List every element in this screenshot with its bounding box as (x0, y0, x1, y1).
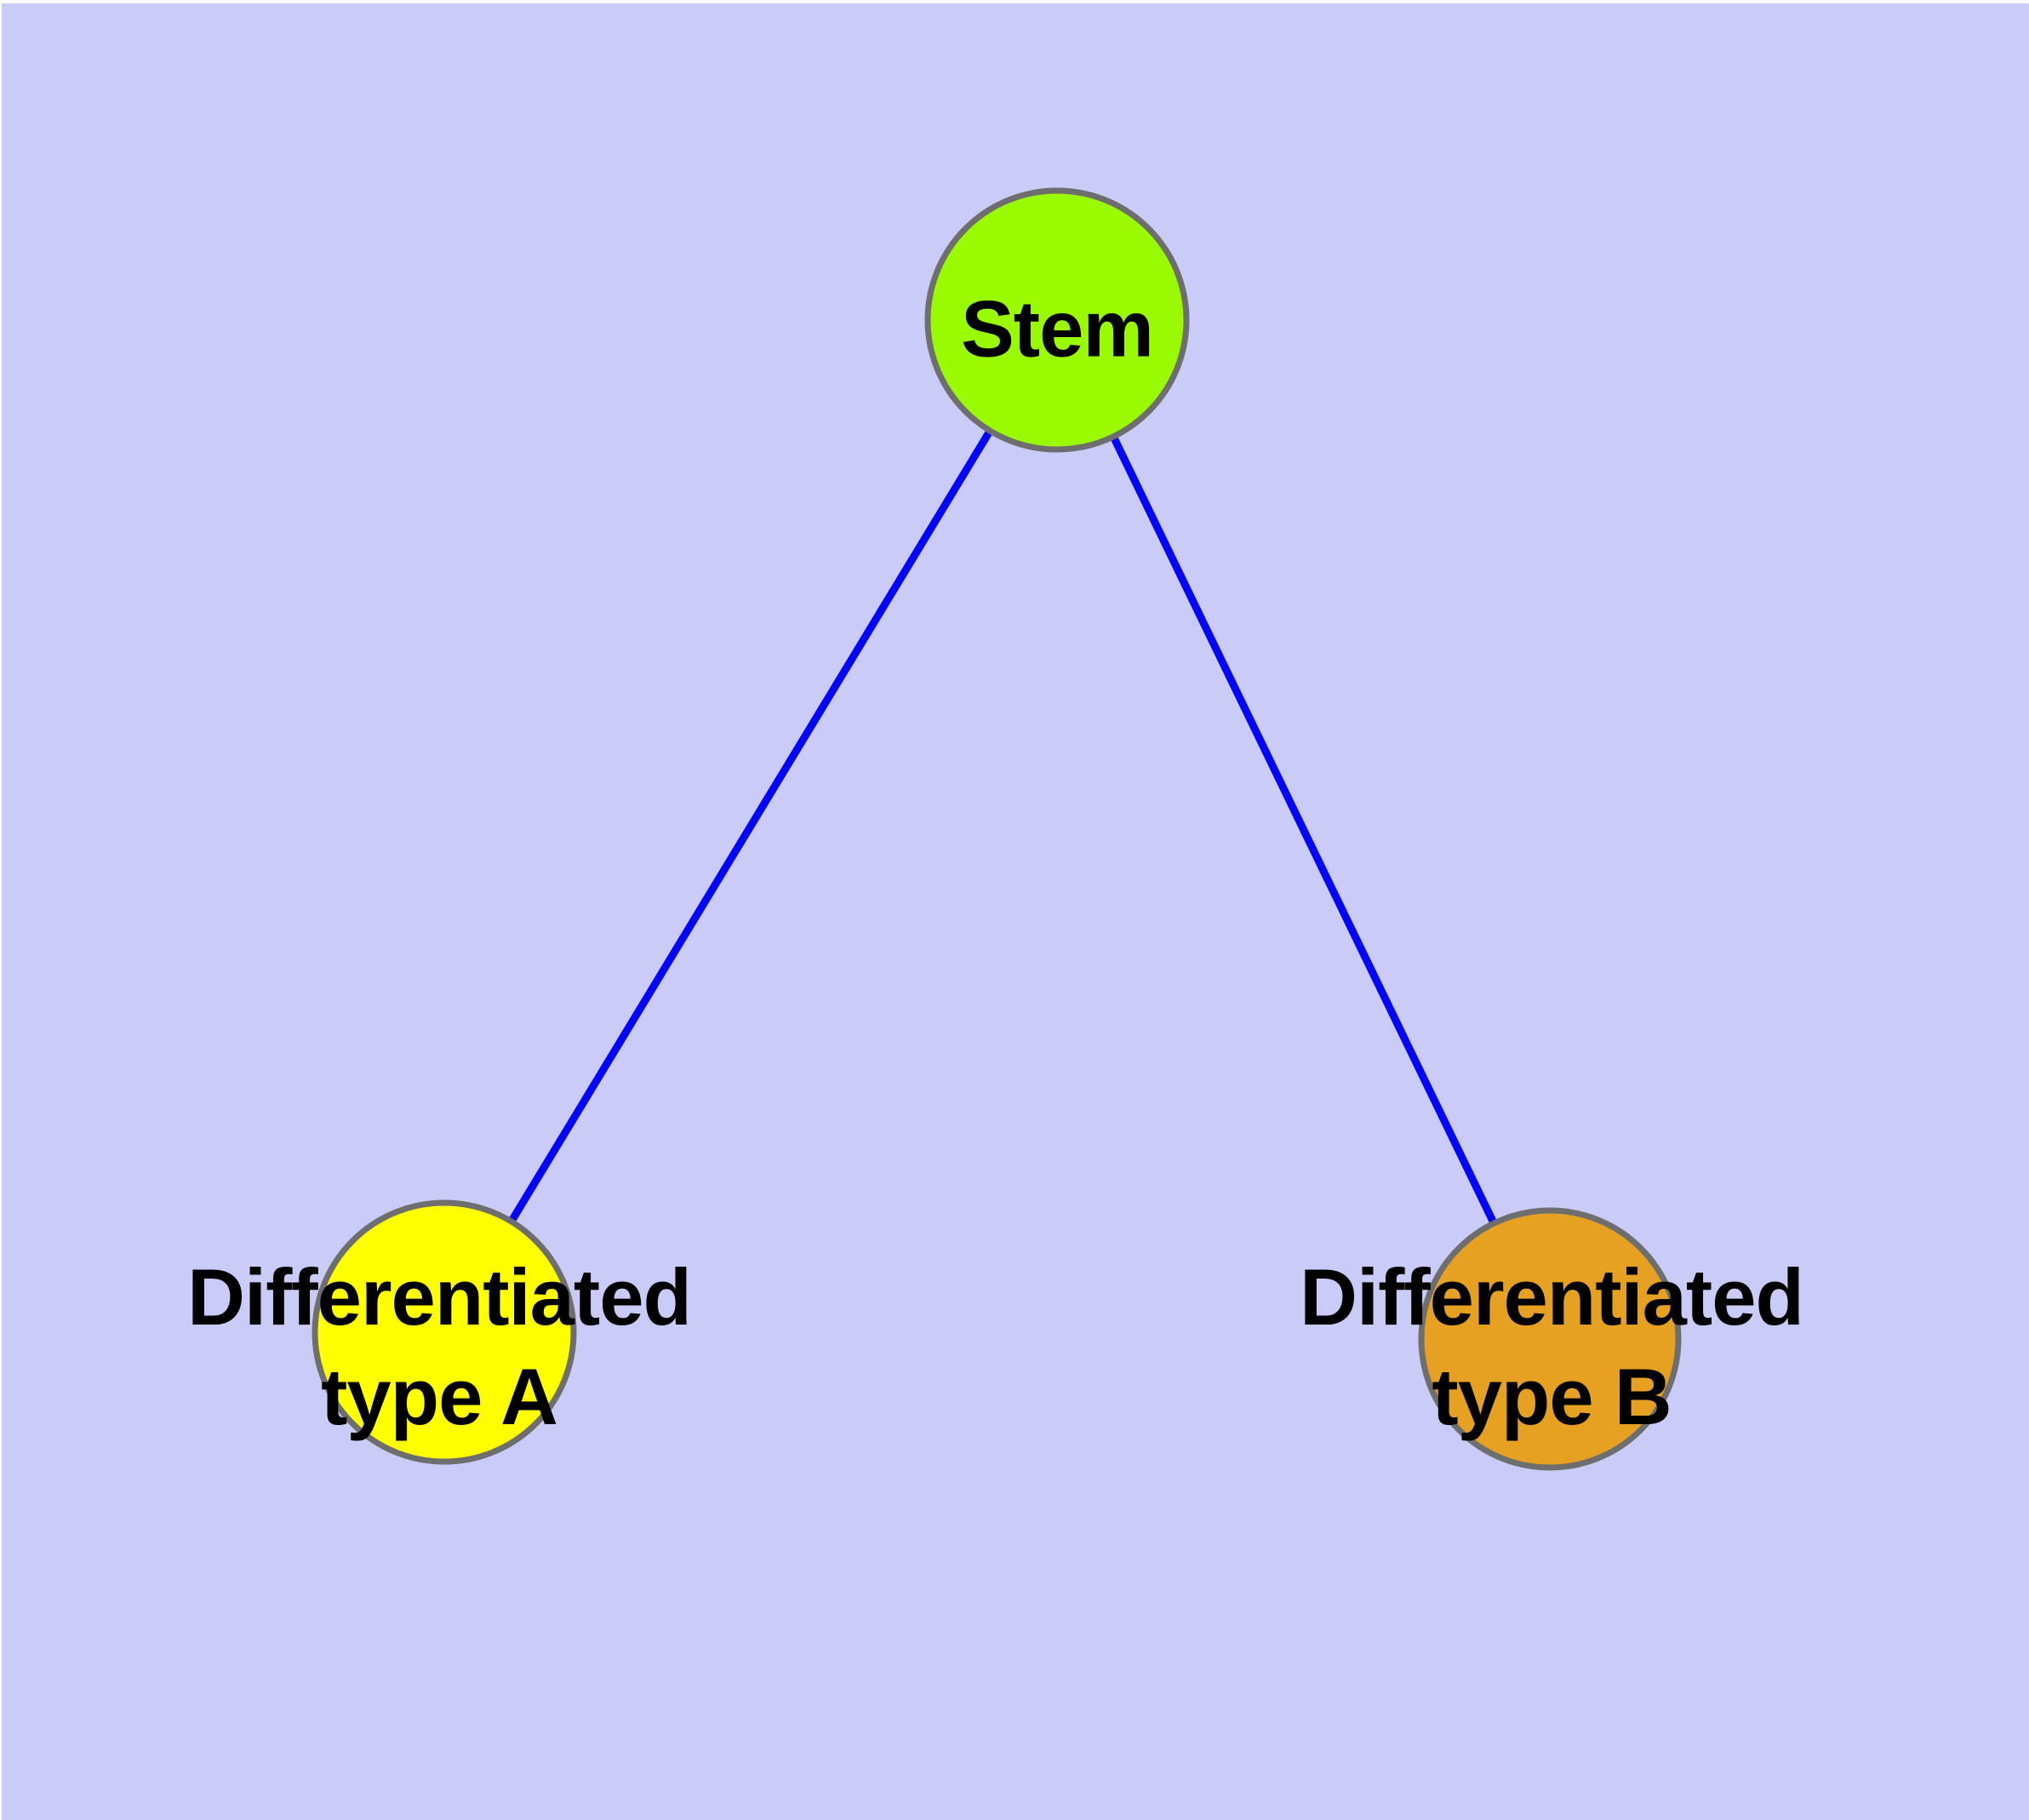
stem-node-label: Stem (961, 283, 1154, 374)
stem-node-circle (924, 187, 1190, 453)
type-b-node-circle (1418, 1207, 1682, 1471)
type-a-label-line2: type A (321, 1352, 558, 1441)
graph-svg (2, 3, 2029, 1820)
type-a-label-line1: Differentiated (187, 1252, 692, 1342)
edge-stem-to-type-a (441, 318, 1060, 1335)
type-b-node-label: Differentiated type B (1300, 1247, 1804, 1446)
edge-stem-to-type-b (1053, 318, 1554, 1341)
type-a-node-circle (311, 1199, 577, 1465)
type-a-node-label: Differentiated type A (187, 1247, 692, 1446)
type-b-label-line1: Differentiated (1300, 1252, 1804, 1342)
type-b-label-line2: type B (1432, 1352, 1672, 1441)
